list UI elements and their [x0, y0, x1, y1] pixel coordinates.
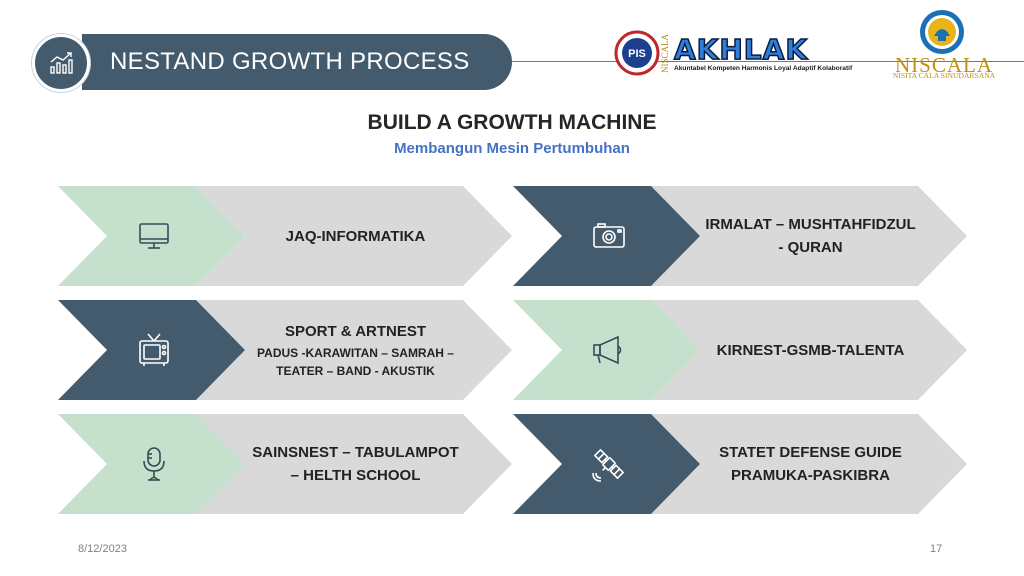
- card-title: SAINSNEST – TABULAMPOT – HELTH SCHOOL: [252, 444, 459, 484]
- section-subheading: Membangun Mesin Pertumbuhan: [394, 140, 630, 157]
- tv-icon: [139, 333, 169, 366]
- process-card-sport-artnest: SPORT & ARTNEST PADUS -KARAWITAN – SAMRA…: [58, 300, 512, 400]
- niscala-vertical-label: NISCALA: [660, 34, 670, 74]
- card-arrow-shape: [58, 186, 512, 286]
- process-card-informatika: JAQ-INFORMATIKA: [58, 186, 512, 286]
- niscala-logo-tagline: NISITA CALA SINUDARSANA: [892, 71, 996, 80]
- header-badge: [32, 34, 90, 92]
- niscala-logo-name: NISCALA: [894, 53, 993, 77]
- card-arrow-shape: [58, 300, 512, 400]
- satellite-icon: [592, 448, 625, 482]
- card-title: IRMALAT – MUSHTAHFIDZUL - QURAN: [705, 216, 916, 256]
- card-arrow-shape: [513, 414, 967, 514]
- process-card-statet-defense: STATET DEFENSE GUIDE PRAMUKA-PASKIBRA: [513, 414, 967, 514]
- section-heading: BUILD A GROWTH MACHINE: [367, 111, 657, 134]
- process-card-irmalat: IRMALAT – MUSHTAHFIDZUL - QURAN: [513, 186, 967, 286]
- akhlak-word: AKHLAK: [673, 33, 809, 66]
- header-banner: [82, 34, 512, 90]
- card-subtitle: PADUS -KARAWITAN – SAMRAH – TEATER – BAN…: [257, 346, 454, 378]
- card-title: STATET DEFENSE GUIDE PRAMUKA-PASKIBRA: [719, 444, 902, 484]
- card-title: KIRNEST-GSMB-TALENTA: [716, 341, 905, 359]
- pis-logo: PIS: [614, 30, 660, 76]
- page-title: NESTAND GROWTH PROCESS: [110, 48, 470, 75]
- card-title: JAQ-INFORMATIKA: [285, 227, 426, 245]
- megaphone-icon: [593, 335, 622, 365]
- footer-date: 8/12/2023: [78, 543, 127, 555]
- akhlak-logo: AKHLAK Akuntabel Kompeten Harmonis Loyal…: [673, 33, 858, 76]
- monitor-icon: [139, 223, 169, 249]
- akhlak-tagline: Akuntabel Kompeten Harmonis Loyal Adapti…: [674, 65, 853, 72]
- microphone-icon: [143, 447, 165, 481]
- process-card-sainsnest: SAINSNEST – TABULAMPOT – HELTH SCHOOL: [58, 414, 512, 514]
- niscala-crest-icon: [920, 10, 964, 54]
- card-arrow-shape: [513, 300, 967, 400]
- header-divider: [512, 61, 1024, 62]
- card-title: SPORT & ARTNEST: [284, 323, 427, 340]
- page-number: 17: [930, 543, 943, 555]
- pis-logo-label: PIS: [628, 48, 646, 60]
- growth-chart-icon: [50, 52, 73, 74]
- card-arrow-shape: [58, 414, 512, 514]
- process-card-kirnest: KIRNEST-GSMB-TALENTA: [513, 300, 967, 400]
- camera-icon: [593, 223, 625, 248]
